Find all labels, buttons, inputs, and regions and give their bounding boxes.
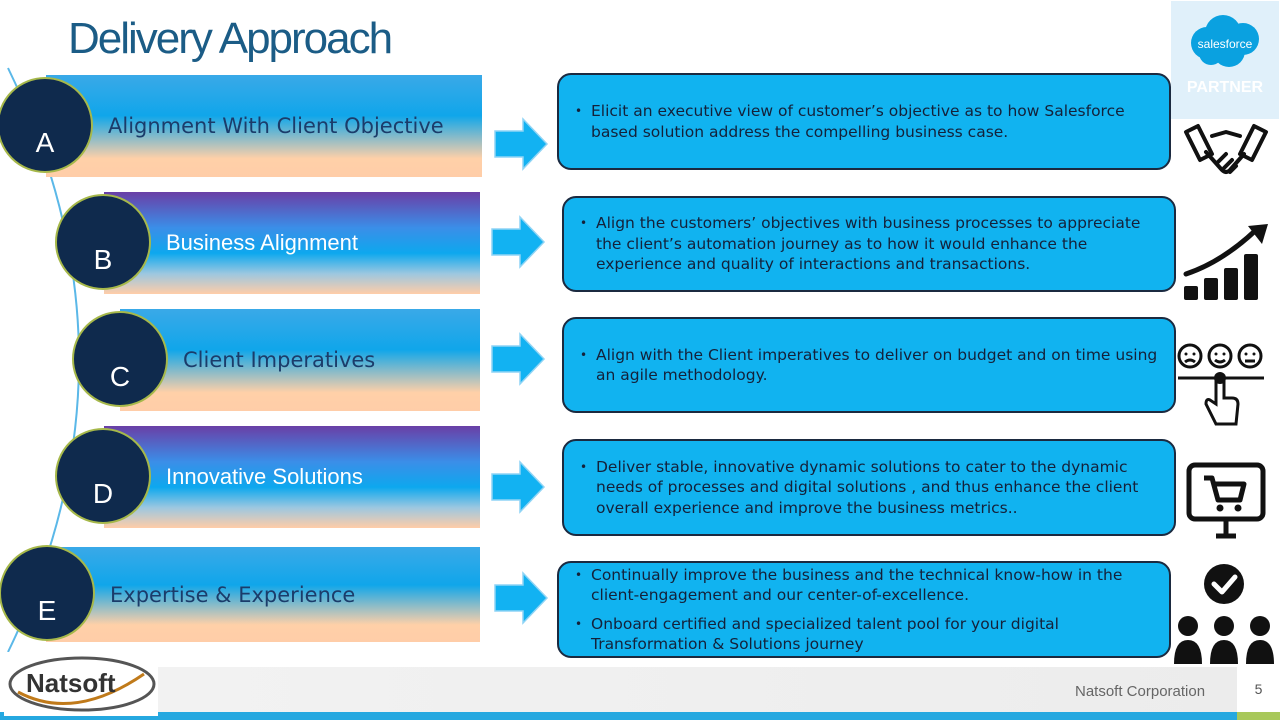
row-c-description: Align with the Client imperatives to del… xyxy=(562,317,1176,413)
partner-label: PARTNER xyxy=(1186,79,1264,96)
row-d-badge: D xyxy=(55,428,151,524)
footer-accent-green xyxy=(1237,712,1280,720)
row-b-arrow-icon xyxy=(491,215,546,269)
handshake-icon xyxy=(1184,124,1268,174)
row-a-bullet: Elicit an executive view of customer’s o… xyxy=(559,101,1169,142)
row-e-arrow-icon xyxy=(494,571,549,625)
row-c-band: Client Imperatives xyxy=(120,309,480,411)
page-title: Delivery Approach xyxy=(68,14,393,63)
row-b-label: Business Alignment xyxy=(166,230,358,255)
online-shopping-icon xyxy=(1186,462,1266,539)
row-a-description: Elicit an executive view of customer’s o… xyxy=(557,73,1171,170)
feedback-rating-icon xyxy=(1177,343,1264,426)
footer-accent-bar xyxy=(0,712,1280,720)
row-e-band: Expertise & Experience xyxy=(46,547,480,642)
footer-strip xyxy=(0,667,1280,712)
row-e-label: Expertise & Experience xyxy=(110,582,356,607)
row-a-badge: A xyxy=(0,77,93,173)
row-b-description: Align the customers’ objectives with bus… xyxy=(562,196,1176,292)
row-d-label: Innovative Solutions xyxy=(166,464,363,489)
salesforce-partner-badge: salesforce PARTNER xyxy=(1171,1,1279,119)
salesforce-cloud-icon xyxy=(1191,15,1259,67)
row-e-description: Continually improve the business and the… xyxy=(557,561,1171,658)
natsoft-logo-icon xyxy=(8,656,156,712)
page-number: 5 xyxy=(1237,667,1280,712)
team-approval-icon xyxy=(1174,564,1274,664)
row-e-badge: E xyxy=(0,545,95,641)
row-e-bullet-2: Onboard certified and specialized talent… xyxy=(559,614,1169,655)
growth-chart-icon xyxy=(1183,224,1268,300)
row-a-band: Alignment With Client Objective xyxy=(46,75,482,177)
footer-company: Natsoft Corporation xyxy=(1075,683,1206,700)
row-b-badge: B xyxy=(55,194,151,290)
row-e-bullet-1: Continually improve the business and the… xyxy=(559,565,1169,606)
row-d-band: Innovative Solutions xyxy=(104,426,480,528)
row-d-description: Deliver stable, innovative dynamic solut… xyxy=(562,439,1176,536)
row-c-bullet: Align with the Client imperatives to del… xyxy=(564,345,1174,386)
row-d-arrow-icon xyxy=(491,460,546,514)
row-c-badge: C xyxy=(72,311,168,407)
row-b-band: Business Alignment xyxy=(104,192,480,294)
row-b-bullet: Align the customers’ objectives with bus… xyxy=(564,213,1174,275)
row-a-arrow-icon xyxy=(494,117,549,171)
row-a-label: Alignment With Client Objective xyxy=(108,114,444,138)
row-d-bullet: Deliver stable, innovative dynamic solut… xyxy=(564,457,1174,519)
natsoft-logo-text: Natsoft xyxy=(26,668,116,698)
natsoft-logo: Natsoft xyxy=(4,652,158,716)
row-c-arrow-icon xyxy=(491,332,546,386)
row-c-label: Client Imperatives xyxy=(183,348,376,372)
salesforce-brand-text: salesforce xyxy=(1197,37,1253,51)
